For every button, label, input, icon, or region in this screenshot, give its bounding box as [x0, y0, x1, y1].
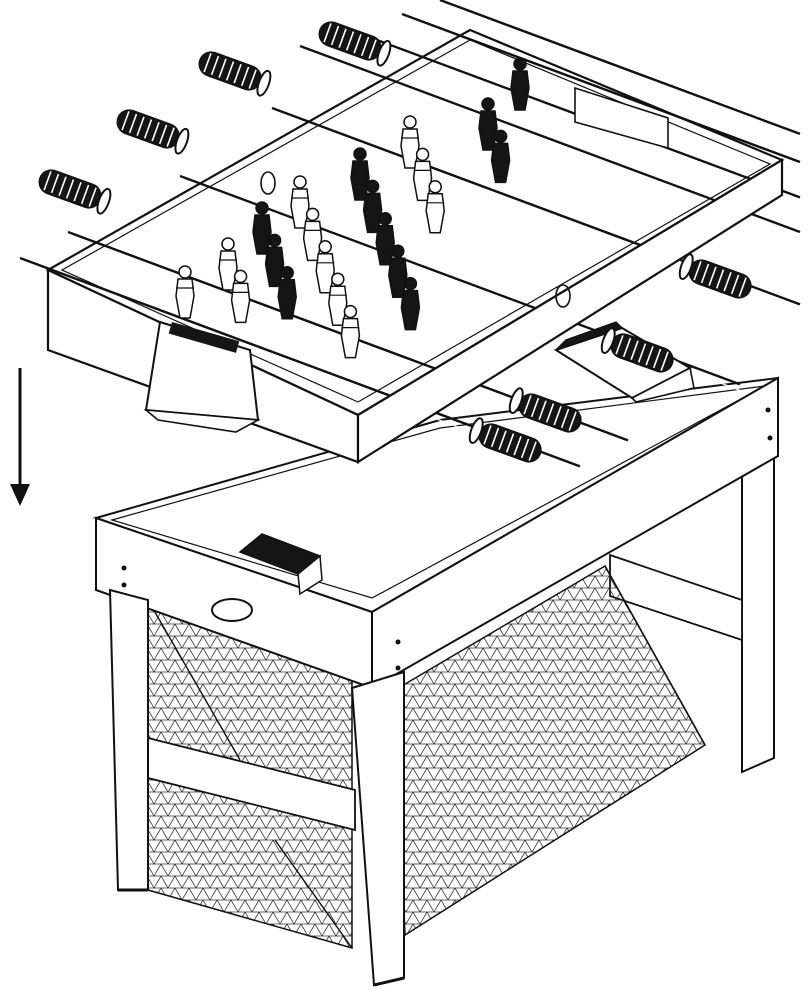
player-dark [400, 276, 421, 331]
score-counter-right [553, 321, 695, 403]
rod[interactable] [439, 0, 801, 136]
rod[interactable] [401, 12, 801, 164]
player-light [412, 147, 433, 202]
rod-handles [36, 18, 754, 466]
player-dark [388, 244, 408, 298]
handle-grip[interactable] [114, 106, 191, 155]
handle-grip[interactable] [677, 253, 754, 302]
leg-front-right [350, 670, 405, 987]
player-dark [510, 57, 530, 111]
handle-cutout [211, 598, 253, 622]
player-dark [375, 212, 395, 266]
base-scorer-front [297, 554, 323, 596]
players [175, 57, 530, 359]
base-table [92, 376, 779, 987]
mesh-panel-edge [604, 565, 706, 746]
ball-hole-left [260, 171, 276, 195]
player-light [328, 272, 348, 326]
player-dark [252, 201, 272, 255]
player-dark [264, 233, 285, 288]
goal-far [574, 86, 669, 150]
player-light [400, 115, 420, 169]
player-light [230, 269, 251, 324]
handle-grip[interactable] [507, 387, 584, 436]
lower-direction-arrow [10, 368, 30, 506]
player-light [302, 207, 323, 262]
handle-grip[interactable] [467, 417, 544, 466]
player-light [175, 265, 195, 319]
screws [121, 407, 773, 671]
rod-highlight [439, 5, 801, 141]
mesh-diagonal-1 [147, 599, 241, 761]
player-dark [478, 97, 498, 151]
cabinet-inner-rim [60, 39, 772, 403]
foosball-table-top [19, 0, 801, 473]
player-light [218, 237, 238, 291]
player-dark [350, 147, 370, 201]
player-light [340, 304, 361, 359]
player-light [290, 175, 310, 229]
ball-hole-right [555, 284, 571, 308]
player-dark [490, 129, 511, 184]
score-counter-left [143, 320, 261, 433]
handle-grip[interactable] [599, 327, 676, 376]
handle-grip[interactable] [196, 48, 273, 97]
handle-grip[interactable] [316, 18, 393, 67]
foot-front-right [373, 976, 405, 987]
player-light [425, 180, 445, 234]
handle-grip[interactable] [36, 166, 113, 215]
player-dark [362, 179, 383, 234]
mesh-diagonal-2 [274, 839, 353, 949]
cabinet-end-wall [356, 158, 784, 464]
player-dark [277, 266, 297, 320]
base-apron-side [371, 376, 779, 690]
leg-back-right [741, 453, 775, 774]
player-light [315, 240, 335, 294]
leg-front-left [108, 588, 149, 891]
